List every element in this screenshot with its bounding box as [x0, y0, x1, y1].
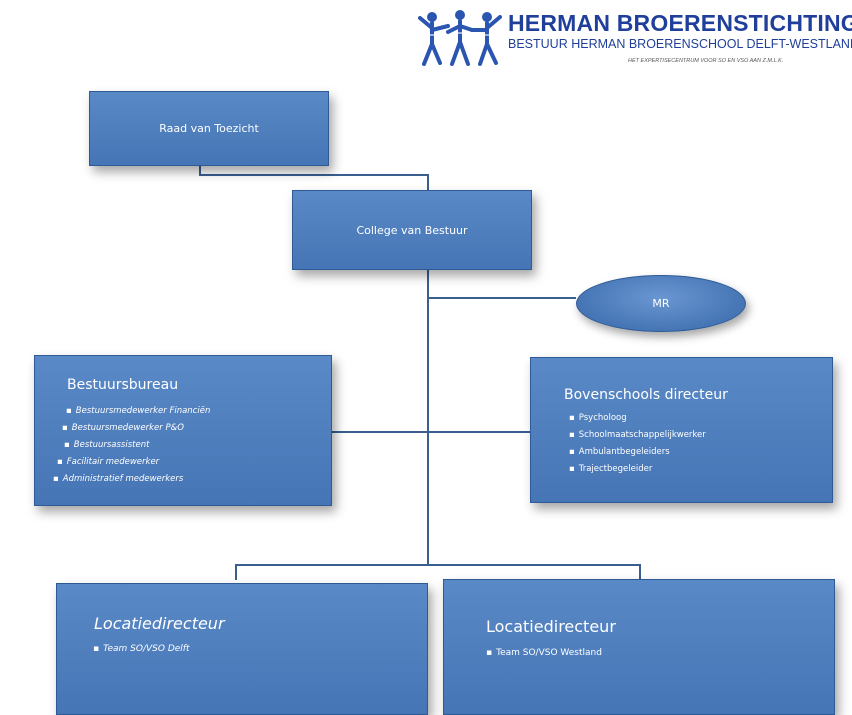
list-item: Facilitair medewerker — [57, 454, 210, 471]
list-item: Ambulantbegeleiders — [569, 444, 706, 461]
node-college-van-bestuur: College van Bestuur — [292, 190, 532, 270]
node-raad-van-toezicht: Raad van Toezicht — [89, 91, 329, 166]
node-label: Raad van Toezicht — [159, 122, 259, 135]
node-item-list: Bestuursmedewerker Financiën Bestuursmed… — [51, 403, 211, 488]
node-title: Locatiedirecteur — [486, 617, 616, 636]
list-item: Bestuursassistent — [64, 437, 210, 454]
list-item: Administratief medewerkers — [53, 471, 210, 488]
node-title: Bovenschools directeur — [564, 387, 728, 403]
node-title: Bestuursbureau — [67, 377, 179, 393]
node-bestuursbureau: Bestuursbureau Bestuursmedewerker Financ… — [34, 355, 332, 506]
list-item: Team SO/VSO Westland — [486, 648, 602, 658]
node-bovenschools-directeur: Bovenschools directeur Psycholoog School… — [530, 357, 833, 503]
node-item-list: Psycholoog Schoolmaatschappelijkwerker A… — [569, 410, 706, 478]
node-title: Locatiedirecteur — [94, 614, 225, 633]
list-item: Bestuursmedewerker P&O — [62, 420, 210, 437]
dancing-figures-logo-icon — [418, 10, 502, 66]
logo: HERMAN BROERENSTICHTING BESTUUR HERMAN B… — [414, 8, 852, 70]
list-item: Psycholoog — [569, 410, 706, 427]
list-item: Team SO/VSO Delft — [93, 644, 189, 654]
node-locatiedirecteur-westland: Locatiedirecteur Team SO/VSO Westland — [443, 579, 835, 715]
node-label: College van Bestuur — [356, 223, 468, 237]
node-item-list: Team SO/VSO Westland — [486, 648, 602, 658]
node-locatiedirecteur-delft: Locatiedirecteur Team SO/VSO Delft — [56, 583, 428, 715]
node-label: MR — [652, 297, 670, 310]
connector-toezicht-cvb — [199, 166, 429, 190]
node-mr: MR — [576, 275, 746, 332]
node-item-list: Team SO/VSO Delft — [93, 644, 189, 654]
list-item: Schoolmaatschappelijkwerker — [569, 427, 706, 444]
logo-tagline: HET EXPERTISECENTRUM VOOR SO EN VSO AAN … — [628, 58, 784, 64]
logo-title: HERMAN BROERENSTICHTING — [508, 10, 852, 36]
list-item: Bestuursmedewerker Financiën — [66, 403, 211, 420]
logo-subtitle: BESTUUR HERMAN BROERENSCHOOL DELFT-WESTL… — [508, 37, 852, 51]
connector-locations — [235, 564, 641, 580]
list-item: Trajectbegeleider — [569, 461, 706, 478]
